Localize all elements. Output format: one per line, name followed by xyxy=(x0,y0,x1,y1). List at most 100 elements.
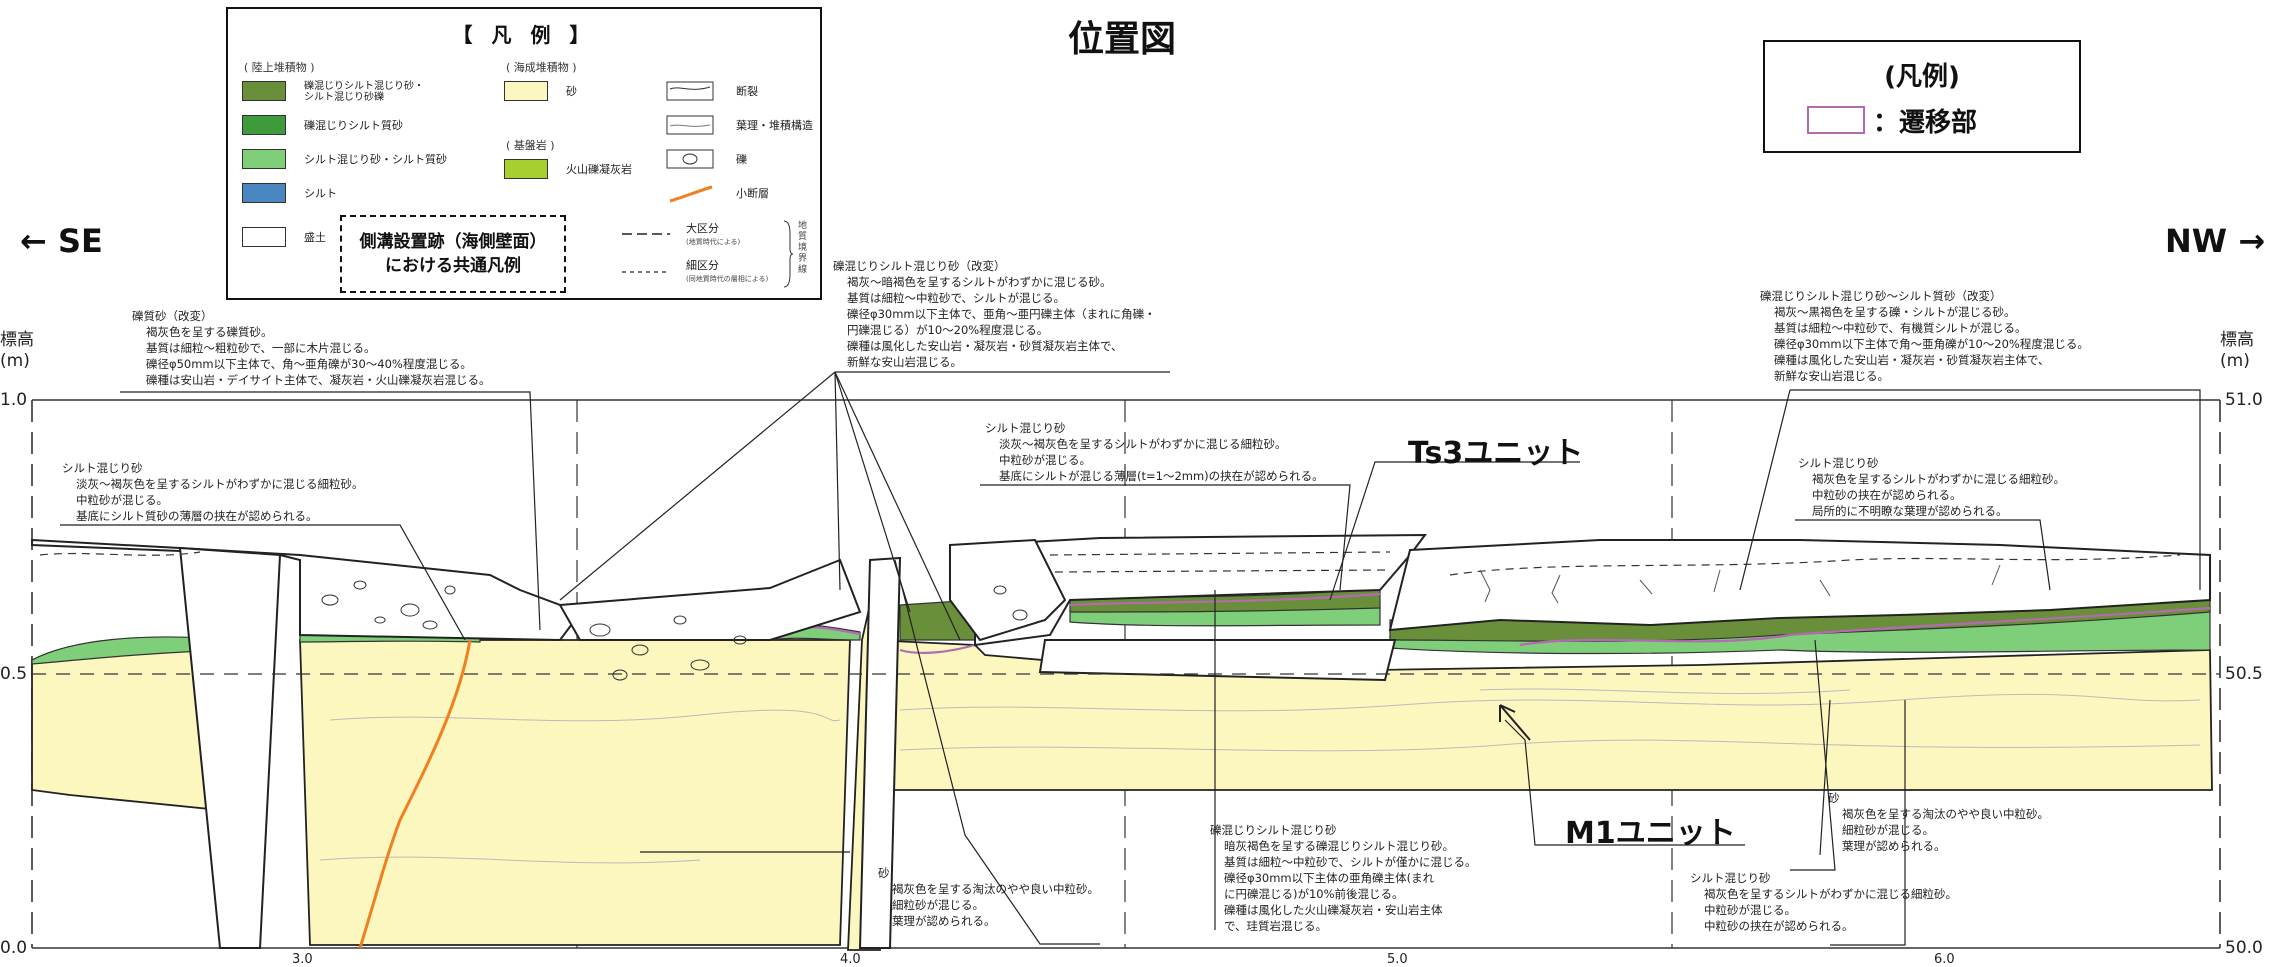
note-line: 礫種は安山岩・デイサイト主体で、凝灰岩・火山礫凝灰岩混じる。 xyxy=(146,373,491,387)
note-line: 局所的に不明瞭な葉理が認められる。 xyxy=(1812,504,2008,518)
transition-legend-title: (凡例) xyxy=(1884,62,1960,92)
legend-label-silt: シルト xyxy=(304,187,337,200)
minor-fault-icon xyxy=(669,185,713,203)
note-line: 基質は細粒～中粒砂で、有機質シルトが混じる。 xyxy=(1774,321,2027,335)
elev-tick-right-3: 50.0 xyxy=(2225,938,2263,958)
legend-label-minor-fault: 小断層 xyxy=(736,187,769,200)
legend-label-fill: 盛土 xyxy=(304,231,326,244)
m1-arrow xyxy=(1499,704,1531,741)
elev-tick-left-3: 0.0 xyxy=(0,938,28,958)
swatch-lapilli-tuff xyxy=(504,159,548,179)
note-line: 中粒砂の挟在が認められる。 xyxy=(1704,919,1854,933)
legend-label-lamination: 葉理・堆積構造 xyxy=(736,119,813,132)
note-line: 基質は細粒～粗粒砂で、一部に木片混じる。 xyxy=(146,341,376,355)
note-line: 基底にシルト質砂の薄層の挟在が認められる。 xyxy=(76,509,318,523)
direction-nw: NW → xyxy=(2165,222,2266,260)
elev-tick-left-2: 0.5 xyxy=(0,664,28,684)
note-line: 礫混じりシルト混じり砂（改変） xyxy=(833,259,1006,273)
note-line: シルト混じり砂 xyxy=(1690,871,1771,885)
note-line: 基質は細粒～中粒砂で、シルトが僅かに混じる。 xyxy=(1224,855,1477,869)
note-line: 礫径φ30mm以下主体で角～亜角礫が10～20%程度混じる。 xyxy=(1774,337,2089,351)
note-line: 新鮮な安山岩混じる。 xyxy=(1774,369,1889,383)
note-line: 礫質砂（改変） xyxy=(132,309,213,323)
note-gravelly-silty-sand-bottom: 礫混じりシルト混じり砂 暗灰褐色を呈する礫混じりシルト混じり砂。 基質は細粒～中… xyxy=(1210,822,1477,934)
note-line: 中粒砂が混じる。 xyxy=(999,453,1091,467)
note-line: 中粒砂が混じる。 xyxy=(76,493,168,507)
note-line: 褐灰～暗褐色を呈するシルトがわずかに混じる砂。 xyxy=(847,275,1112,289)
elev-tick-left-1: 1.0 xyxy=(0,390,28,410)
x-tick-2: 4.0 xyxy=(840,952,861,967)
swatch-silt xyxy=(242,183,286,203)
direction-se: ← SE xyxy=(20,222,103,260)
swatch-gravelly-silty-sand xyxy=(242,81,286,101)
note-gravelly-silty-sand-nw: 礫混じりシルト混じり砂～シルト質砂（改変） 褐灰～黒褐色を呈する礫・シルトが混じ… xyxy=(1760,288,2089,384)
note-line: 新鮮な安山岩混じる。 xyxy=(847,355,962,369)
boundary-brace-icon xyxy=(783,220,794,288)
note-line: 礫径φ30mm以下主体の亜角礫主体(まれ xyxy=(1224,871,1435,885)
legend-group-marine: ( 海成堆積物 ) xyxy=(506,61,577,74)
note-line: シルト混じり砂 xyxy=(985,421,1066,435)
trench-walls xyxy=(178,538,1067,949)
legend-label-gravelly-silty-sand-2: 礫混じりシルト質砂 xyxy=(304,119,403,132)
note-line: 褐灰～黒褐色を呈する礫・シルトが混じる砂。 xyxy=(1774,305,2016,319)
gravel-icon xyxy=(666,149,714,169)
unit-label-ts3: Ts3ユニット xyxy=(1408,436,1584,471)
fault-icon xyxy=(666,81,714,101)
note-line: 礫径φ30mm以下主体で、亜角～亜円礫主体（まれに角礫・ xyxy=(847,307,1156,321)
legend-label-lapilli-tuff: 火山礫凝灰岩 xyxy=(566,163,632,176)
transition-legend-panel: (凡例) ：遷移部 xyxy=(1763,40,2081,153)
legend-boundary-side-label: 地 質 境 界 線 xyxy=(798,221,808,275)
note-line: 細粒砂が混じる。 xyxy=(892,898,984,912)
legend-label-silty-sand: シルト混じり砂・シルト質砂 xyxy=(304,153,447,166)
elevation-label-left: 標高 (m) xyxy=(0,330,34,371)
note-line: 暗灰褐色を呈する礫混じりシルト混じり砂。 xyxy=(1224,839,1454,853)
note-sand-nw: 砂 褐灰色を呈する淘汰のやや良い中粒砂。 細粒砂が混じる。 葉理が認められる。 xyxy=(1828,790,2049,854)
swatch-transition-zone xyxy=(1807,106,1865,134)
elevation-label-right: 標高 (m) xyxy=(2220,330,2254,371)
minor-boundary-icon xyxy=(622,271,670,273)
note-gravelly-silty-sand-modified: 礫混じりシルト混じり砂（改変） 褐灰～暗褐色を呈するシルトがわずかに混じる砂。 … xyxy=(833,258,1156,370)
note-line: 褐灰色を呈する淘汰のやや良い中粒砂。 xyxy=(892,882,1099,896)
note-line: 褐灰色を呈する礫質砂。 xyxy=(146,325,273,339)
note-line: 円礫混じる）が10～20%程度混じる。 xyxy=(847,323,1049,337)
note-line: 礫混じりシルト混じり砂 xyxy=(1210,823,1337,837)
note-line: に円礫混じる)が10%前後混じる。 xyxy=(1224,887,1404,901)
note-line: 淡灰～褐灰色を呈するシルトがわずかに混じる細粒砂。 xyxy=(999,437,1287,451)
note-line: シルト混じり砂 xyxy=(1798,456,1879,470)
elev-tick-right-1: 51.0 xyxy=(2225,390,2263,410)
note-line: 中粒砂の挟在が認められる。 xyxy=(1812,488,1962,502)
note-silty-sand-bottom-nw: シルト混じり砂 褐灰色を呈するシルトがわずかに混じる細粒砂。 中粒砂が混じる。 … xyxy=(1690,870,1957,934)
note-line: 基質は細粒～中粒砂で、シルトが混じる。 xyxy=(847,291,1066,305)
legend-title: 【 凡 例 】 xyxy=(452,23,596,47)
legend-panel: 【 凡 例 】 ( 陸上堆積物 ) 礫混じりシルト混じり砂・ シルト混じり砂礫 … xyxy=(226,7,822,300)
legend-group-land: ( 陸上堆積物 ) xyxy=(244,61,315,74)
note-line: 細粒砂が混じる。 xyxy=(1842,823,1934,837)
lamination-icon xyxy=(666,115,714,135)
note-line: 礫種は風化した安山岩・凝灰岩・砂質凝灰岩主体で、 xyxy=(1774,353,2050,367)
note-line: 砂 xyxy=(1828,791,1840,805)
legend-label-fault: 断裂 xyxy=(736,85,758,98)
note-line: 褐灰色を呈するシルトがわずかに混じる細粒砂。 xyxy=(1812,472,2065,486)
common-legend-text: 側溝設置跡（海側壁面） における共通凡例 xyxy=(359,232,547,276)
note-line: 葉理が認められる。 xyxy=(1842,839,1946,853)
swatch-fill xyxy=(242,227,286,247)
transition-legend-label: ：遷移部 xyxy=(1873,108,1978,138)
swatch-silty-sand xyxy=(242,149,286,169)
note-line: シルト混じり砂 xyxy=(62,461,143,475)
sand-laminae xyxy=(319,688,2201,864)
note-line: 淡灰～褐灰色を呈するシルトがわずかに混じる細粒砂。 xyxy=(76,477,364,491)
legend-group-basement: ( 基盤岩 ) xyxy=(506,139,555,152)
x-tick-4: 6.0 xyxy=(1934,952,1955,967)
gravel-clasts xyxy=(321,580,1028,681)
legend-label-major-boundary: 大区分 xyxy=(686,222,719,235)
note-silty-sand-se: シルト混じり砂 淡灰～褐灰色を呈するシルトがわずかに混じる細粒砂。 中粒砂が混じ… xyxy=(62,460,364,524)
leader-lines xyxy=(60,371,2201,946)
note-line: 礫種は風化した安山岩・凝灰岩・砂質凝灰岩主体で、 xyxy=(847,339,1123,353)
swatch-gravelly-silty-sand-2 xyxy=(242,115,286,135)
cracks xyxy=(1479,564,2001,604)
major-boundary-icon xyxy=(622,233,670,235)
common-legend-box: 側溝設置跡（海側壁面） における共通凡例 xyxy=(340,215,566,293)
note-sand-south: 砂 褐灰色を呈する淘汰のやや良い中粒砂。 細粒砂が混じる。 葉理が認められる。 xyxy=(878,865,1099,929)
legend-note-major-boundary: (地質時代による) xyxy=(686,238,741,246)
